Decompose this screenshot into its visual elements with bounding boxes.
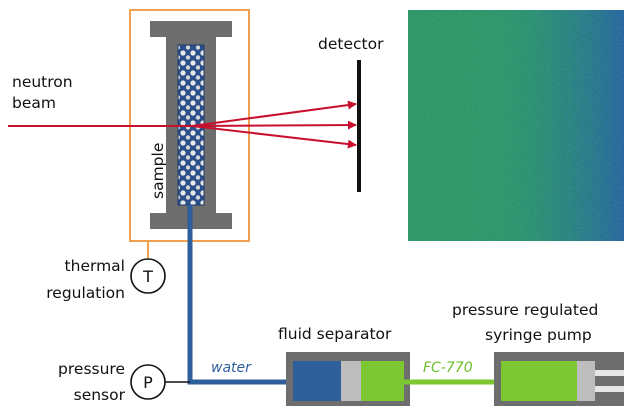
water-label: water [211,360,252,376]
thermal-label-2: regulation [46,284,125,302]
neutron-beam-label-2: beam [12,94,56,112]
syringe-pump [494,352,624,406]
fc770-label: FC-770 [423,360,473,376]
neutron-beam-label-1: neutron [12,73,73,91]
fluid-separator [286,352,410,406]
pressure-label-1: pressure [58,360,125,378]
fluid-separator-label: fluid separator [278,325,392,343]
thermal-label-1: thermal [65,257,125,275]
svg-text:T: T [142,267,153,286]
thermal-sensor-icon: T [130,258,166,294]
neutron-beam [8,100,357,149]
svg-text:P: P [143,373,153,392]
pressure-sensor-icon: P [130,364,166,400]
pressure-label-2: sensor [74,386,126,404]
sample-label: sample [149,143,167,199]
detector-label: detector [318,35,384,53]
water-line [187,205,292,385]
pump-label-2: syringe pump [485,326,592,344]
scattering-image [408,10,624,241]
pump-label-1: pressure regulated [452,301,598,319]
